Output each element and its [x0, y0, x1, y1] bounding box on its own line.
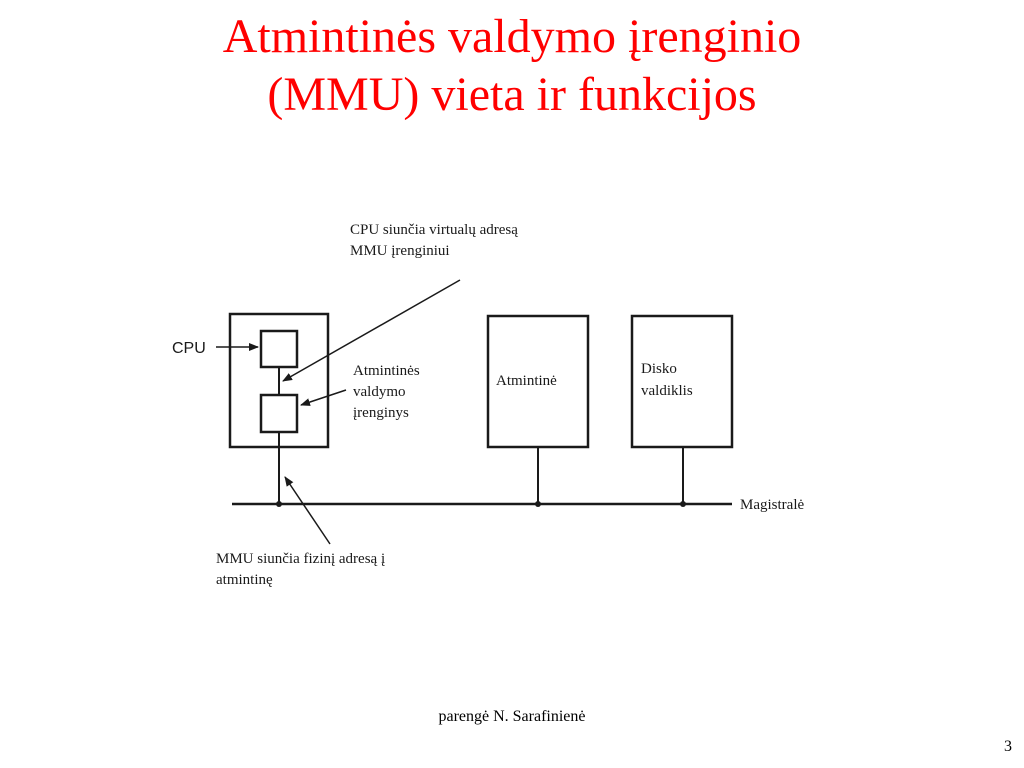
- disk-label-line-1: Disko: [641, 361, 677, 377]
- bus-label: Magistralė: [740, 497, 804, 513]
- cpu-label: CPU: [172, 340, 206, 357]
- bus-junction-memory: [535, 501, 541, 507]
- mmu-label-line-2: valdymo: [353, 384, 406, 400]
- bus-junction-disk: [680, 501, 686, 507]
- mmu-box: [259, 393, 299, 434]
- disk-controller-box: [630, 314, 734, 449]
- cpu-sends-caption-line-2: MMU įrenginiui: [350, 243, 450, 259]
- mmu-label-arrow: [300, 389, 347, 406]
- mmu-label-line-3: įrenginys: [353, 405, 409, 421]
- slide-title-line-2: (MMU) vieta ir funkcijos: [267, 68, 757, 121]
- cpu-sends-caption-line-1: CPU siunčia virtualų adresą: [350, 222, 518, 238]
- slide-title: Atmintinės valdymo įrenginio (MMU) vieta…: [0, 8, 1024, 124]
- page-number: 3: [1004, 738, 1012, 755]
- bus-junction-mmu: [276, 501, 282, 507]
- mmu-sends-caption-line-2: atmintinę: [216, 572, 273, 588]
- mmu-label-line-1: Atmintinės: [353, 363, 420, 379]
- footer-author: parengė N. Sarafinienė: [438, 708, 586, 725]
- disk-label-line-2: valdiklis: [641, 383, 693, 399]
- memory-label: Atmintinė: [496, 373, 557, 389]
- mmu-sends-caption-line-1: MMU siunčia fizinį adresą į: [216, 551, 385, 567]
- slide-title-line-1: Atmintinės valdymo įrenginio: [222, 10, 802, 63]
- cpu-sends-arrow: [282, 279, 461, 382]
- mmu-sends-arrow: [284, 476, 331, 545]
- cpu-box: [259, 329, 299, 369]
